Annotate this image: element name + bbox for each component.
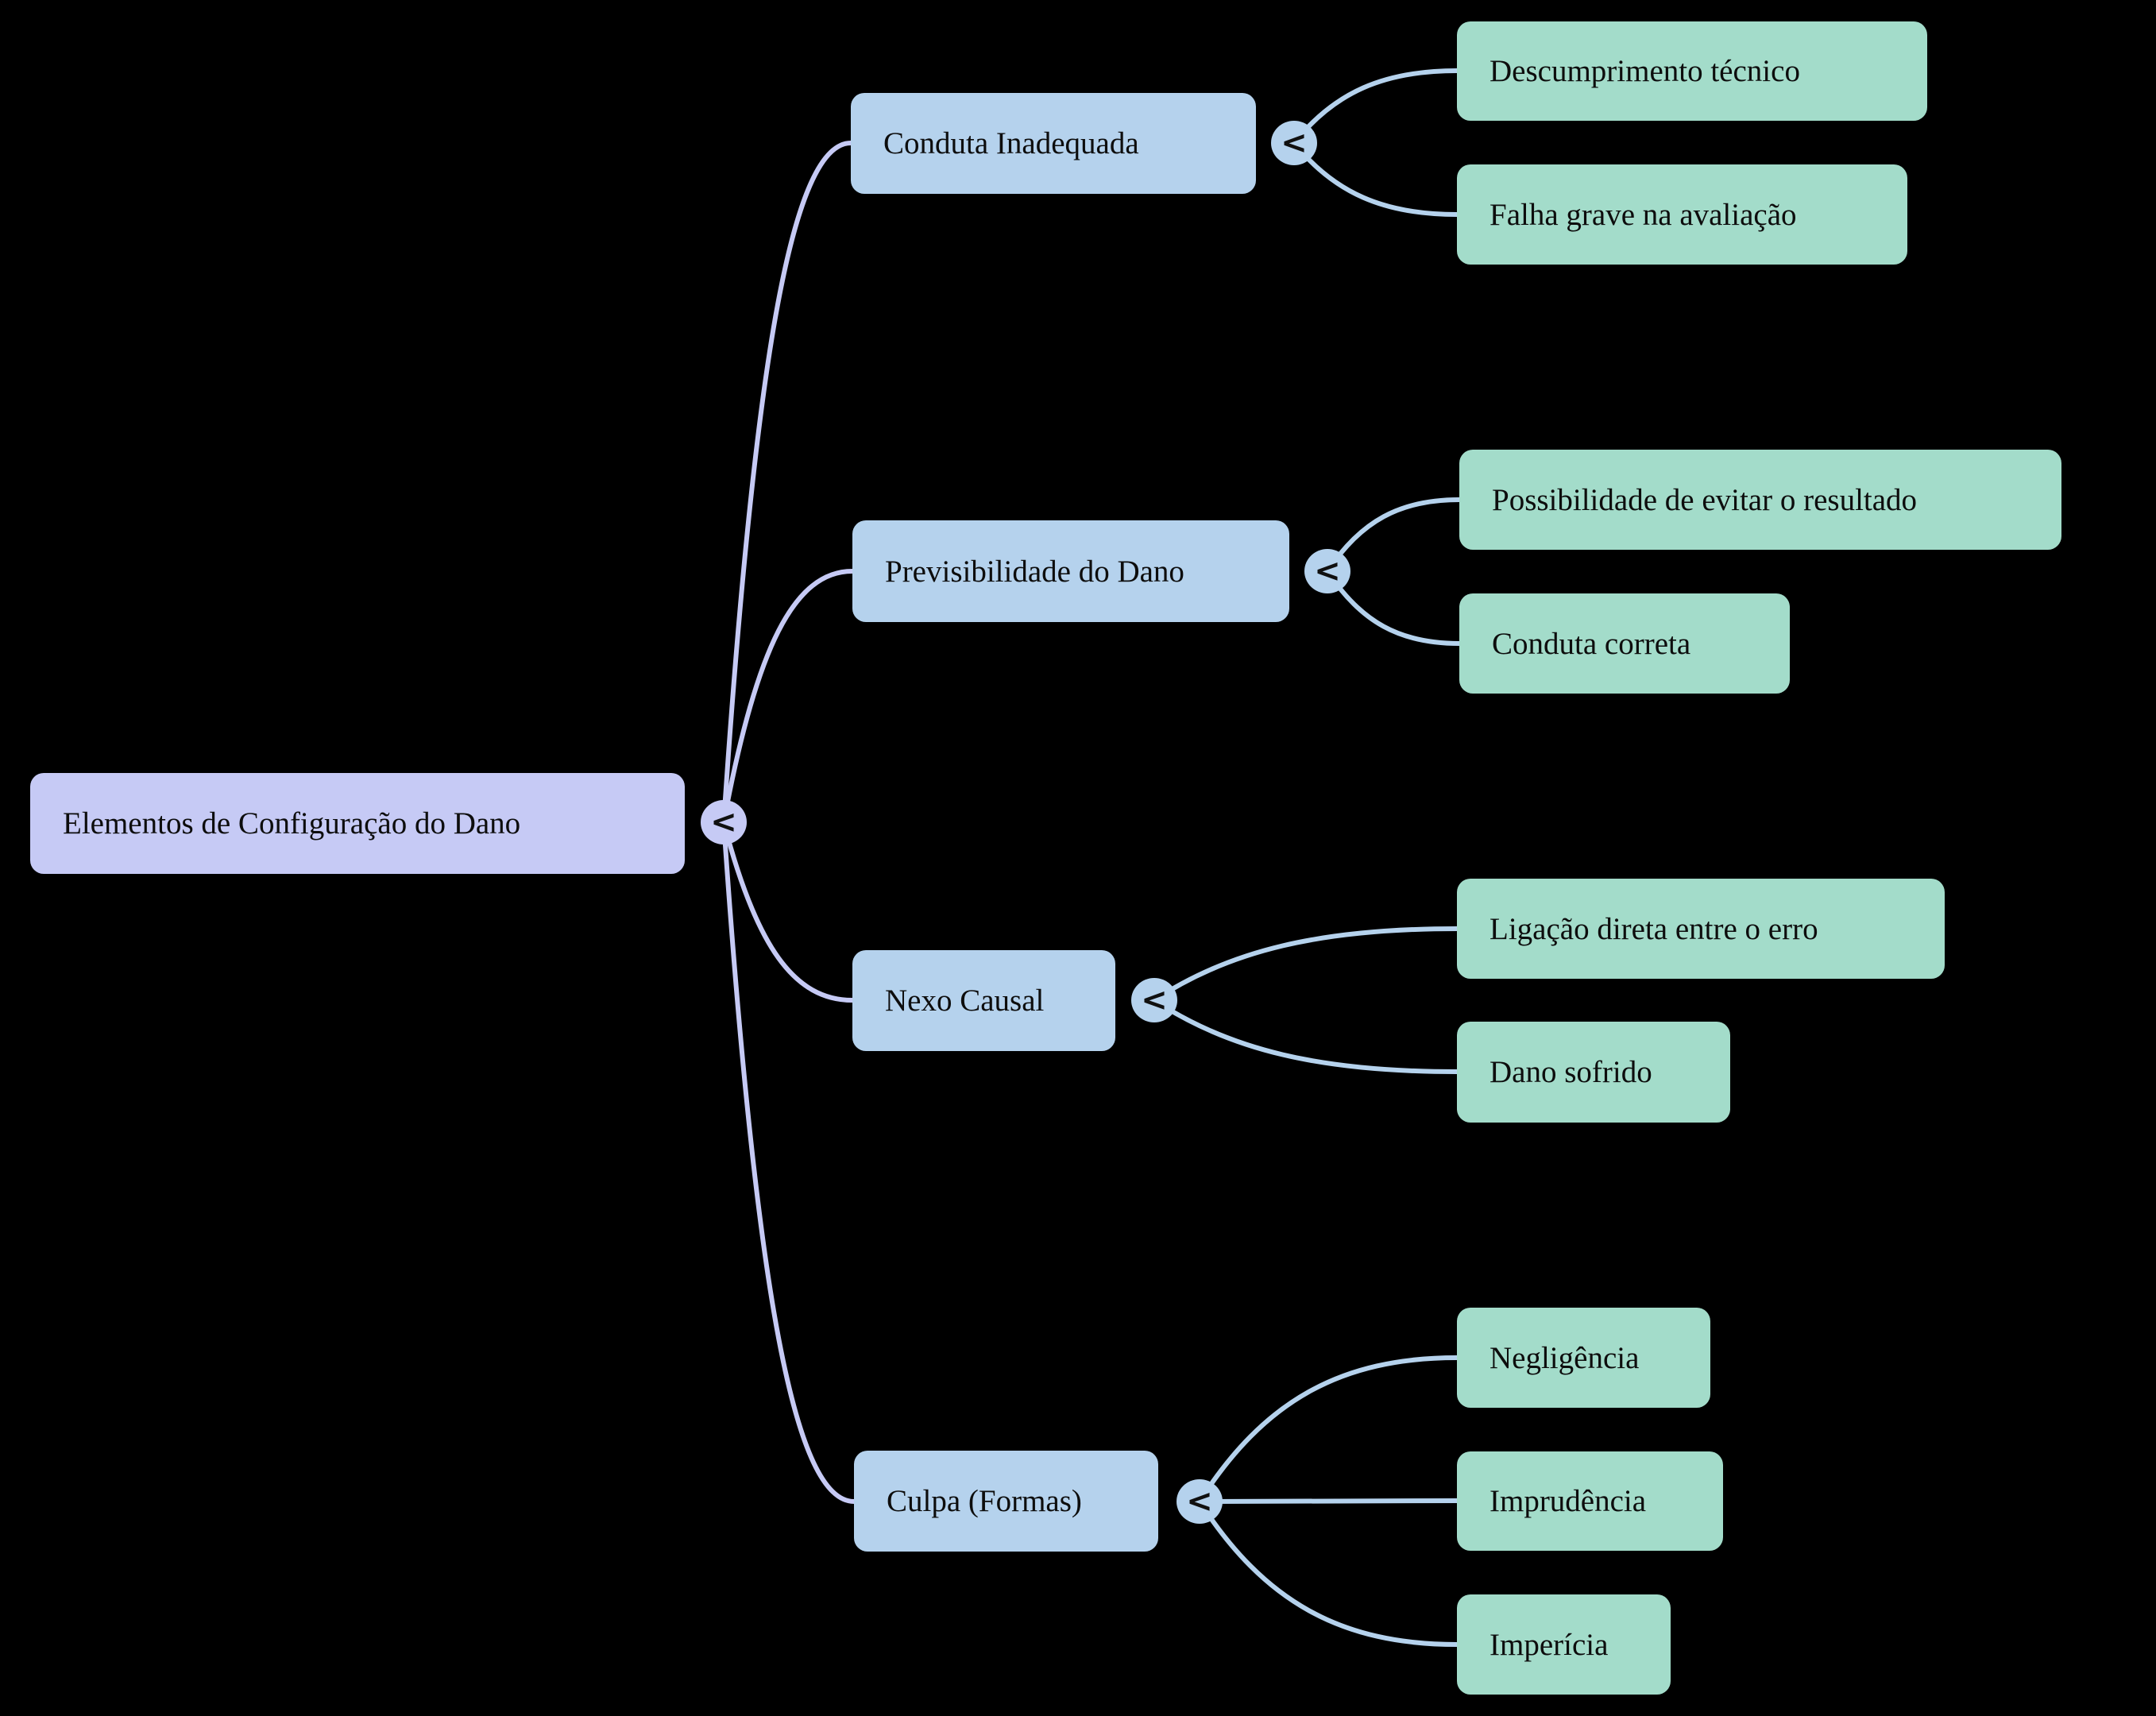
collapse-toggle-previsibilidade-do-dano[interactable]: < [1304,549,1350,593]
branch-node-label: Conduta Inadequada [883,126,1139,160]
edge-nexo-to-ligacao-direta [1153,926,1458,1003]
branch-node-previsibilidade-do-dano[interactable]: Previsibilidade do Dano [852,520,1289,622]
edge-conduta-to-falha-grave [1292,141,1458,217]
branch-node-label: Culpa (Formas) [887,1484,1082,1518]
leaf-node-possibilidade-de-evitar-o-resultado[interactable]: Possibilidade de evitar o resultado [1459,450,2061,550]
edge-conduta-to-descumprimento [1292,68,1458,145]
collapse-toggle-root[interactable]: < [701,800,747,844]
leaf-node-impericia[interactable]: Imperícia [1457,1594,1671,1695]
branch-node-conduta-inadequada[interactable]: Conduta Inadequada [851,93,1256,194]
root-node-label: Elementos de Configuração do Dano [63,806,521,841]
edge-root-to-nexo-causal [721,821,853,1003]
edge-root-to-previsibilidade [721,569,853,823]
leaf-node-label: Descumprimento técnico [1489,54,1800,88]
edge-root-to-conduta-inadequada [721,141,852,823]
leaf-node-descumprimento-tecnico[interactable]: Descumprimento técnico [1457,21,1927,121]
leaf-node-dano-sofrido[interactable]: Dano sofrido [1457,1022,1730,1123]
branch-node-culpa-formas[interactable]: Culpa (Formas) [854,1451,1158,1552]
root-node-elementos-configuracao-dano[interactable]: Elementos de Configuração do Dano [30,773,685,874]
leaf-node-label: Imperícia [1489,1627,1609,1662]
edge-culpa-to-imprudencia [1199,1498,1458,1504]
edge-culpa-to-impericia [1197,1500,1458,1647]
leaf-node-label: Ligação direta entre o erro [1489,911,1818,946]
branch-node-nexo-causal[interactable]: Nexo Causal [852,950,1115,1051]
branch-node-label: Previsibilidade do Dano [885,554,1184,589]
edge-nexo-to-dano-sofrido [1153,998,1458,1074]
edge-root-to-culpa-formas [721,821,855,1504]
leaf-node-label: Dano sofrido [1489,1055,1652,1089]
leaf-node-label: Possibilidade de evitar o resultado [1492,482,1918,517]
leaf-node-label: Imprudência [1489,1484,1647,1518]
leaf-node-imprudencia[interactable]: Imprudência [1457,1451,1723,1551]
leaf-node-conduta-correta[interactable]: Conduta correta [1459,593,1790,694]
collapse-toggle-nexo-causal[interactable]: < [1131,978,1177,1022]
leaf-node-label: Conduta correta [1492,626,1691,661]
leaf-node-label: Negligência [1489,1340,1640,1375]
leaf-node-ligacao-direta-entre-o-erro[interactable]: Ligação direta entre o erro [1457,879,1945,979]
collapse-toggle-conduta-inadequada[interactable]: < [1271,121,1317,165]
leaf-node-negligencia[interactable]: Negligência [1457,1308,1710,1408]
leaf-node-label: Falha grave na avaliação [1489,197,1797,232]
edge-culpa-to-negligencia [1197,1355,1458,1503]
leaf-node-falha-grave-na-avaliacao[interactable]: Falha grave na avaliação [1457,164,1907,265]
collapse-toggle-culpa-formas[interactable]: < [1177,1479,1223,1524]
branch-node-label: Nexo Causal [885,984,1045,1018]
